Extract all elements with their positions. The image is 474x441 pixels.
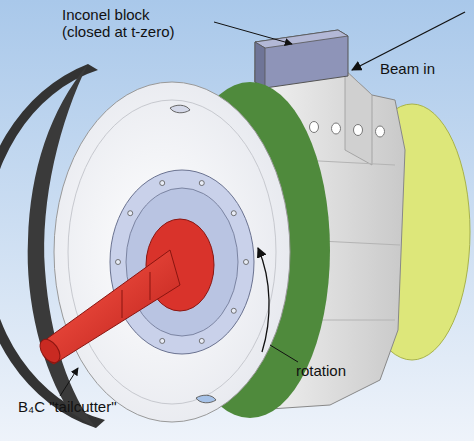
- inconel-block-end: [255, 42, 265, 88]
- shaft-steps: [122, 272, 150, 318]
- bolt: [128, 211, 133, 216]
- disk-slot: [170, 105, 190, 113]
- leader-line: [60, 368, 78, 396]
- bolt: [231, 211, 236, 216]
- shaft: [44, 250, 180, 364]
- disk-slot: [196, 395, 216, 403]
- bolt: [199, 338, 204, 343]
- bolt: [160, 181, 165, 186]
- leader-line: [214, 22, 292, 44]
- chopper-disk: [54, 82, 290, 422]
- bolt: [160, 338, 165, 343]
- inconel-block: [255, 30, 348, 88]
- shaft-end: [36, 336, 64, 366]
- part-label: B₄C "tailcutter": [18, 398, 188, 415]
- bolt: [116, 260, 121, 265]
- hub-ring: [126, 188, 238, 336]
- hole: [354, 125, 363, 136]
- rotation-arrow: [258, 248, 269, 352]
- bolt: [231, 308, 236, 313]
- hole: [310, 122, 319, 133]
- hole: [376, 126, 385, 137]
- housing-side: [345, 70, 372, 165]
- bolt: [244, 260, 249, 265]
- disk-ring: [68, 100, 276, 404]
- hole: [332, 123, 341, 134]
- inconel-block-top: [255, 30, 348, 48]
- bolt: [199, 181, 204, 186]
- hub-plate: [110, 170, 254, 354]
- beam-label: Beam in: [380, 60, 460, 77]
- part-label: Inconel block (closed at t-zero): [62, 6, 202, 40]
- hub-bolts: [116, 181, 249, 344]
- motion-label: rotation: [296, 362, 386, 379]
- leader-line: [270, 345, 298, 362]
